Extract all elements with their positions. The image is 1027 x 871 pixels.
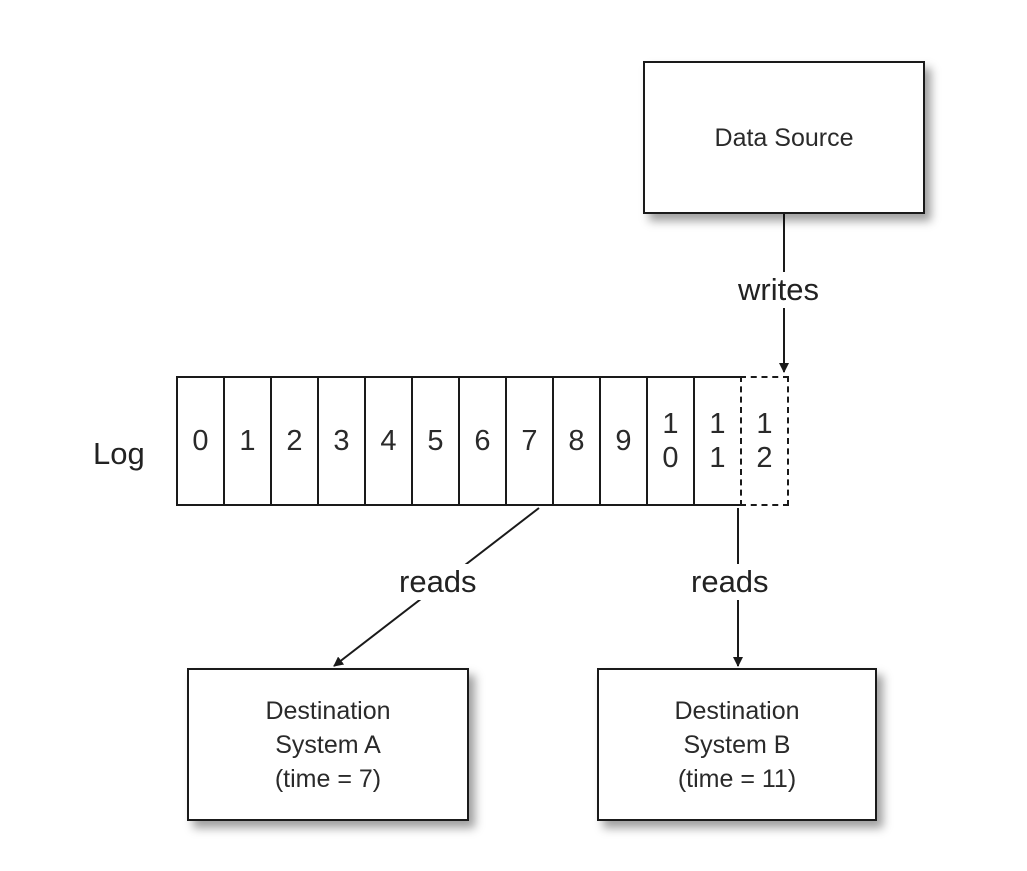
log-entry: 5 bbox=[411, 376, 460, 506]
log-label: Log bbox=[93, 436, 145, 472]
destination-b-line2: System B bbox=[683, 730, 791, 759]
log-entry: 0 bbox=[176, 376, 225, 506]
data-source-box: Data Source bbox=[643, 61, 925, 214]
destination-a-line2: System A bbox=[275, 730, 381, 759]
log-entry-offset: 9 bbox=[615, 425, 632, 457]
writes-label: writes bbox=[738, 272, 819, 308]
log-entry: 8 bbox=[552, 376, 601, 506]
data-source-label: Data Source bbox=[714, 123, 854, 152]
log-entry-offset: 1 bbox=[239, 425, 256, 457]
log-entry-offset: 7 bbox=[521, 425, 538, 457]
log-entry-offset: 3 bbox=[333, 425, 350, 457]
log-entry: 2 bbox=[270, 376, 319, 506]
reads-label-b: reads bbox=[691, 564, 769, 600]
log-entry-offset: 8 bbox=[568, 425, 585, 457]
destination-b-time: (time = 11) bbox=[677, 764, 797, 793]
log-entry-offset: 1 1 bbox=[709, 408, 726, 474]
log-entry-offset: 4 bbox=[380, 425, 397, 457]
log-entry-offset: 6 bbox=[474, 425, 491, 457]
destination-a-box: Destination System A (time = 7) bbox=[187, 668, 469, 821]
destination-a-time: (time = 7) bbox=[274, 764, 382, 793]
log-entry-offset: 1 0 bbox=[662, 408, 679, 474]
log-entry-offset: 0 bbox=[192, 425, 209, 457]
log-entry-offset: 2 bbox=[286, 425, 303, 457]
log-entry: 1 0 bbox=[646, 376, 695, 506]
log-entry: 4 bbox=[364, 376, 413, 506]
log-entry: 3 bbox=[317, 376, 366, 506]
destination-a-line1: Destination bbox=[265, 696, 391, 725]
log-entry: 7 bbox=[505, 376, 554, 506]
log-entry: 1 bbox=[223, 376, 272, 506]
log-entry-pending: 1 2 bbox=[740, 376, 789, 506]
reads-label-a: reads bbox=[399, 564, 477, 600]
log-entry-offset: 5 bbox=[427, 425, 444, 457]
log-entry: 6 bbox=[458, 376, 507, 506]
log-entry-offset: 1 2 bbox=[756, 408, 773, 474]
destination-b-line1: Destination bbox=[674, 696, 800, 725]
log-entry: 9 bbox=[599, 376, 648, 506]
log-entry: 1 1 bbox=[693, 376, 742, 506]
destination-b-box: Destination System B (time = 11) bbox=[597, 668, 877, 821]
